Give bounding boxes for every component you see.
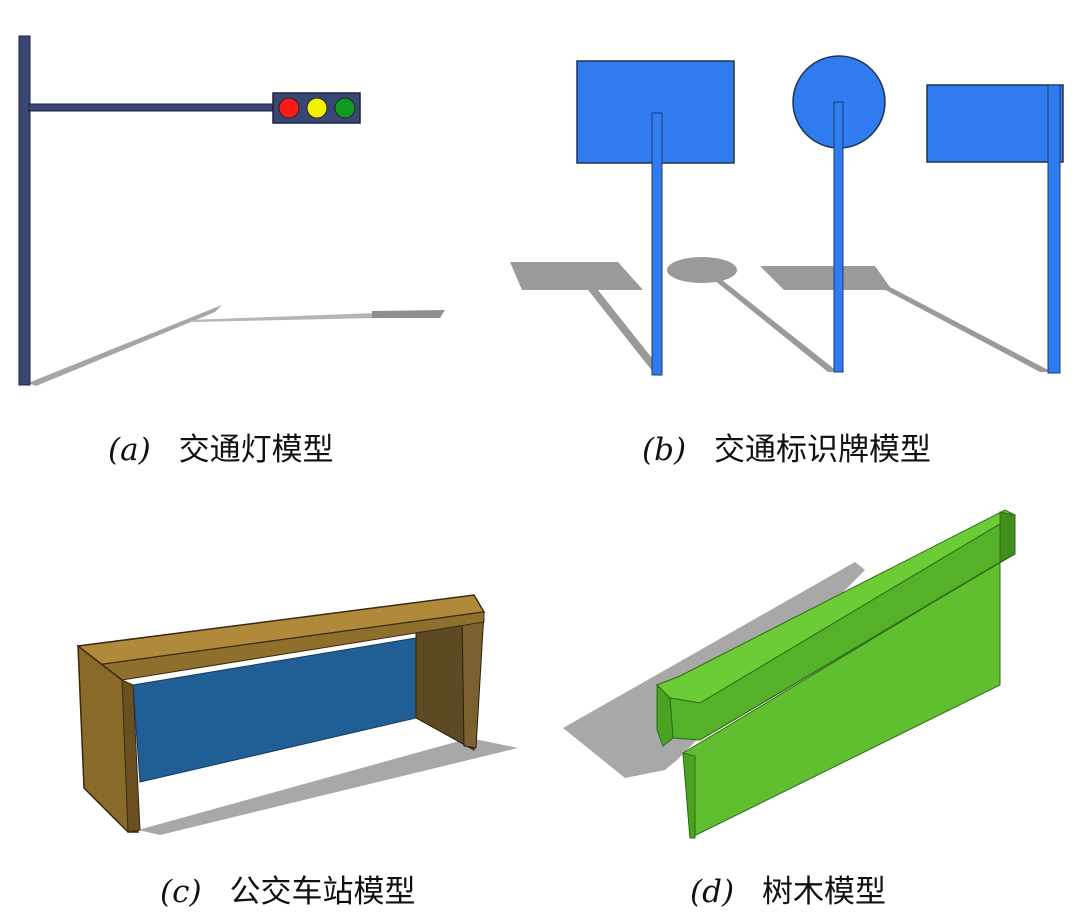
caption-d-label: (d) bbox=[690, 874, 735, 910]
caption-b: (b) 交通标识牌模型 bbox=[642, 424, 931, 469]
caption-a-title: 交通灯模型 bbox=[178, 432, 334, 468]
sign-1-pole-shadow bbox=[588, 290, 663, 372]
bus-stop-shadow bbox=[138, 738, 518, 835]
panel-bus-stop bbox=[0, 470, 545, 870]
panel-tree bbox=[545, 470, 1090, 870]
traffic-light-pole bbox=[18, 35, 31, 386]
traffic-light-shadow bbox=[28, 305, 222, 386]
sign-3-pole bbox=[1047, 84, 1061, 374]
bus-stop-right-wall-edge bbox=[461, 611, 485, 749]
caption-c-label: (c) bbox=[160, 874, 202, 910]
yellow-light bbox=[306, 97, 328, 119]
sign-2-pole-shadow bbox=[714, 280, 838, 372]
caption-c: (c) 公交车站模型 bbox=[160, 866, 416, 911]
caption-a: (a) 交通灯模型 bbox=[108, 424, 334, 469]
tree-lower-side bbox=[682, 752, 696, 839]
sign-3-board-shadow bbox=[760, 266, 892, 290]
traffic-light-model bbox=[18, 35, 445, 386]
sign-1-pole bbox=[651, 112, 663, 376]
bus-stop-left-wall-front bbox=[121, 679, 141, 833]
caption-c-title: 公交车站模型 bbox=[229, 874, 416, 910]
panel-traffic-signs bbox=[500, 0, 1090, 400]
sign-2-board-shadow bbox=[667, 257, 737, 283]
tree-model bbox=[563, 509, 1017, 839]
tree-canopy-right-end bbox=[999, 511, 1016, 563]
green-light bbox=[334, 97, 356, 119]
caption-d: (d) 树木模型 bbox=[690, 866, 886, 911]
red-light bbox=[278, 97, 300, 119]
caption-b-title: 交通标识牌模型 bbox=[714, 432, 932, 468]
caption-a-label: (a) bbox=[108, 432, 151, 468]
traffic-signs-model bbox=[510, 55, 1064, 376]
panel-traffic-light bbox=[0, 0, 545, 400]
caption-d-title: 树木模型 bbox=[762, 874, 887, 910]
sign-1-board-shadow bbox=[510, 262, 643, 290]
traffic-light-arm bbox=[28, 103, 276, 112]
bus-stop-model bbox=[76, 594, 518, 835]
tree-canopy-end bbox=[656, 683, 674, 747]
traffic-light-head-shadow bbox=[372, 310, 445, 318]
sign-2-pole bbox=[833, 101, 844, 373]
tree-mid-edge bbox=[699, 561, 1001, 741]
traffic-light-arm-shadow bbox=[190, 313, 378, 322]
sign-3-pole-shadow bbox=[878, 286, 1052, 372]
sign-3-board bbox=[926, 84, 1064, 163]
caption-b-label: (b) bbox=[642, 432, 687, 468]
